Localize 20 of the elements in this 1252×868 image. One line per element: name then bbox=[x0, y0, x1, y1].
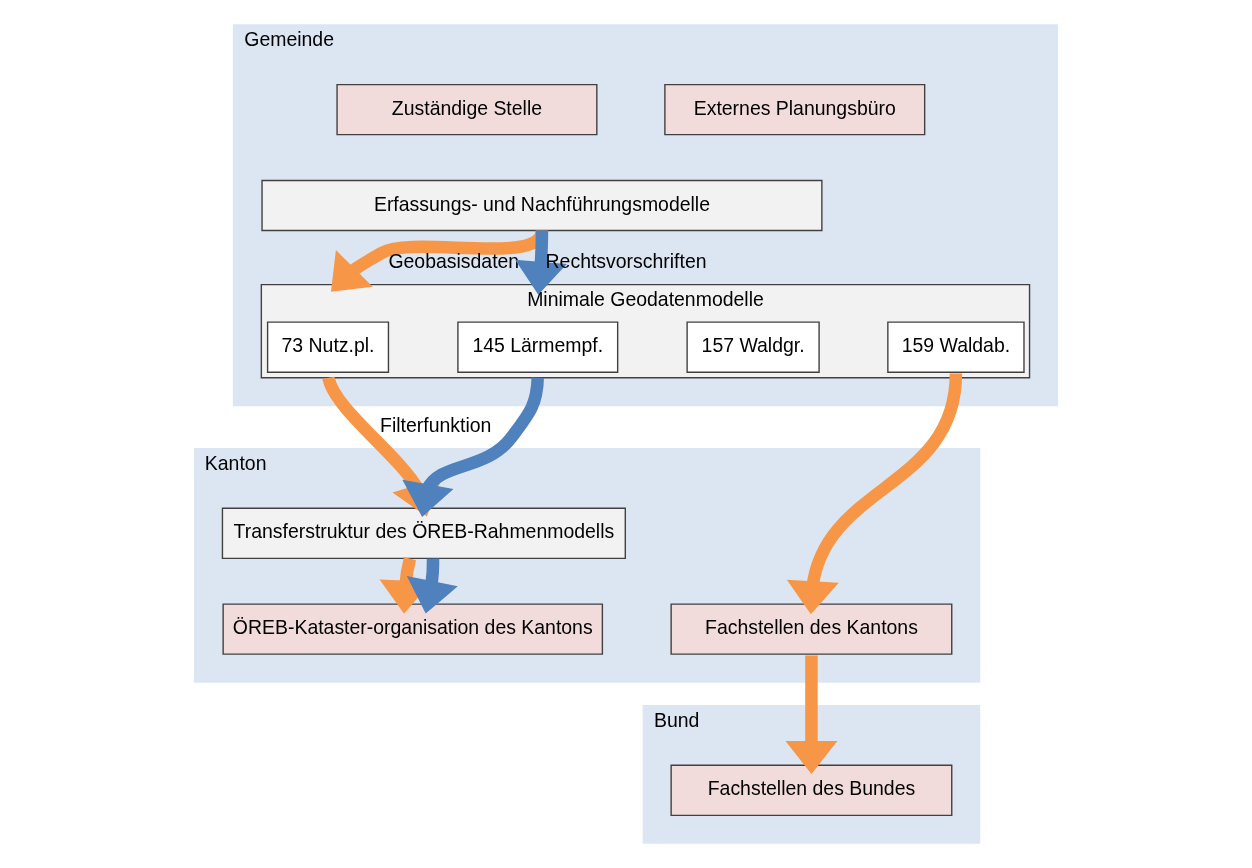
node-box: Erfassungs- und Nachführungsmodelle bbox=[261, 179, 823, 232]
arrow bbox=[402, 377, 544, 517]
edge-label: Filterfunktion bbox=[380, 414, 492, 437]
arrow bbox=[406, 558, 458, 614]
arrow bbox=[785, 655, 838, 775]
node-box: 157 Waldgr. bbox=[686, 321, 820, 373]
node-box: ÖREB-Kataster-organisation des Kantons bbox=[222, 603, 604, 655]
node-box: Fachstellen des Kantons bbox=[670, 603, 953, 655]
node-box: Transferstruktur des ÖREB-Rahmenmodells bbox=[221, 507, 626, 560]
node-box: 159 Waldab. bbox=[887, 321, 1025, 373]
node-box: Fachstellen des Bundes bbox=[670, 764, 953, 816]
edge-label: Geobasisdaten bbox=[388, 250, 520, 273]
node-box: 73 Nutz.pl. bbox=[266, 321, 390, 373]
arrow bbox=[786, 372, 963, 615]
arrow bbox=[515, 230, 567, 295]
edge-label: Rechtsvorschriften bbox=[545, 250, 707, 273]
arrow bbox=[330, 228, 548, 292]
node-box: Externes Planungsbüro bbox=[664, 83, 926, 136]
node-box: 145 Lärmempf. bbox=[457, 321, 619, 373]
node-box: Zuständige Stelle bbox=[336, 83, 598, 136]
